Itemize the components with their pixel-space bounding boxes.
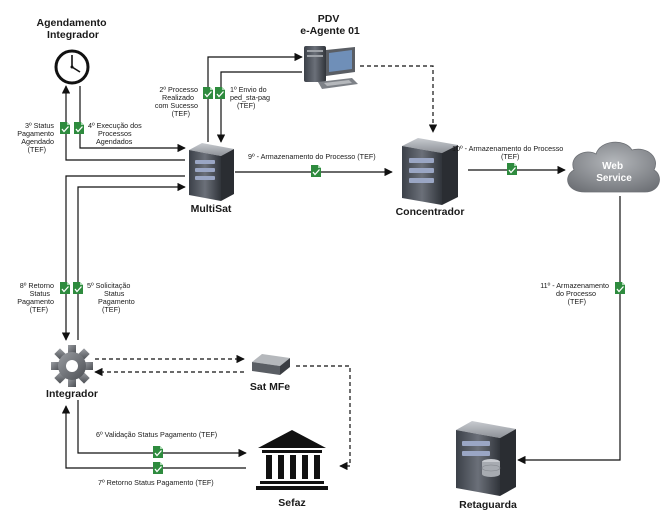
- edge-7-line: [61, 405, 246, 469]
- edge-5-line: [77, 182, 186, 340]
- edge-11-label: 11º - Armazenamento do Processo (TEF): [540, 281, 611, 306]
- edge-2-document-check-icon: [202, 86, 214, 100]
- sefaz-label: Sefaz: [278, 497, 305, 509]
- edge-4-label: 4º Execução dos Processos Agendados: [88, 121, 144, 146]
- edge-7-label: 7º Retorno Status Pagamento (TEF): [98, 478, 214, 487]
- cloud-icon: [567, 141, 660, 193]
- concentrador-label: Concentrador: [396, 206, 465, 218]
- edge-3-line: [61, 85, 185, 161]
- edge-8-document-check-icon: [59, 281, 71, 295]
- multisat-label: MultiSat: [191, 203, 232, 215]
- edge-10-label: 10º - Armazenamento do Processo (TEF): [452, 144, 565, 161]
- edge-5-label: 5º Solicitação Status Pagamento (TEF): [87, 281, 137, 314]
- edge-1-line: [216, 71, 302, 143]
- server-icon: [189, 143, 234, 201]
- edge-2-line: [207, 52, 303, 142]
- web-service-label: Web Service: [596, 161, 632, 184]
- device-icon: [252, 354, 290, 375]
- agendamento-label: Agendamento Integrador: [37, 17, 110, 41]
- edge-3-document-check-icon: [59, 121, 71, 135]
- edge-11-line: [517, 196, 621, 465]
- edge-5-document-check-icon: [72, 281, 84, 295]
- edge-8-line: [61, 175, 185, 341]
- edge-pdv-concentrador-line: [360, 65, 438, 133]
- edge-1-label: 1º Envio do ped_sta-pag (TEF): [230, 85, 272, 110]
- database-server-icon: [456, 421, 516, 496]
- edge-1-document-check-icon: [214, 86, 226, 100]
- clock-icon: [54, 49, 90, 85]
- retaguarda-label: Retaguarda: [459, 499, 517, 511]
- edge-2-label: 2º Processo Realizado com Sucesso (TEF): [155, 85, 200, 118]
- pdv-label: PDV e-Agente 01: [300, 13, 360, 37]
- edge-6-label: 6º Validação Status Pagamento (TEF): [96, 430, 217, 439]
- edge-4-document-check-icon: [73, 121, 85, 135]
- edge-7-document-check-icon: [152, 461, 164, 475]
- integrador-label: Integrador: [46, 388, 98, 400]
- edge-9-document-check-icon: [310, 164, 322, 178]
- edge-6-document-check-icon: [152, 445, 164, 459]
- sat-mfe-label: Sat MFe: [250, 381, 290, 393]
- server-icon: [402, 138, 458, 205]
- gear-icon: [51, 345, 93, 387]
- edge-8-label: 8º Retorno Status Pagamento (TEF): [17, 281, 56, 314]
- edge-11-document-check-icon: [614, 281, 626, 295]
- edge-10-document-check-icon: [506, 162, 518, 176]
- edge-3-label: 3º Status Pagamento Agendado (TEF): [17, 121, 56, 154]
- government-building-icon: [256, 430, 328, 490]
- edge-6-line: [77, 400, 247, 458]
- edge-4-line: [79, 86, 186, 153]
- edge-9-label: 9º - Armazenamento do Processo (TEF): [248, 152, 376, 161]
- desktop-computer-icon: [304, 46, 358, 89]
